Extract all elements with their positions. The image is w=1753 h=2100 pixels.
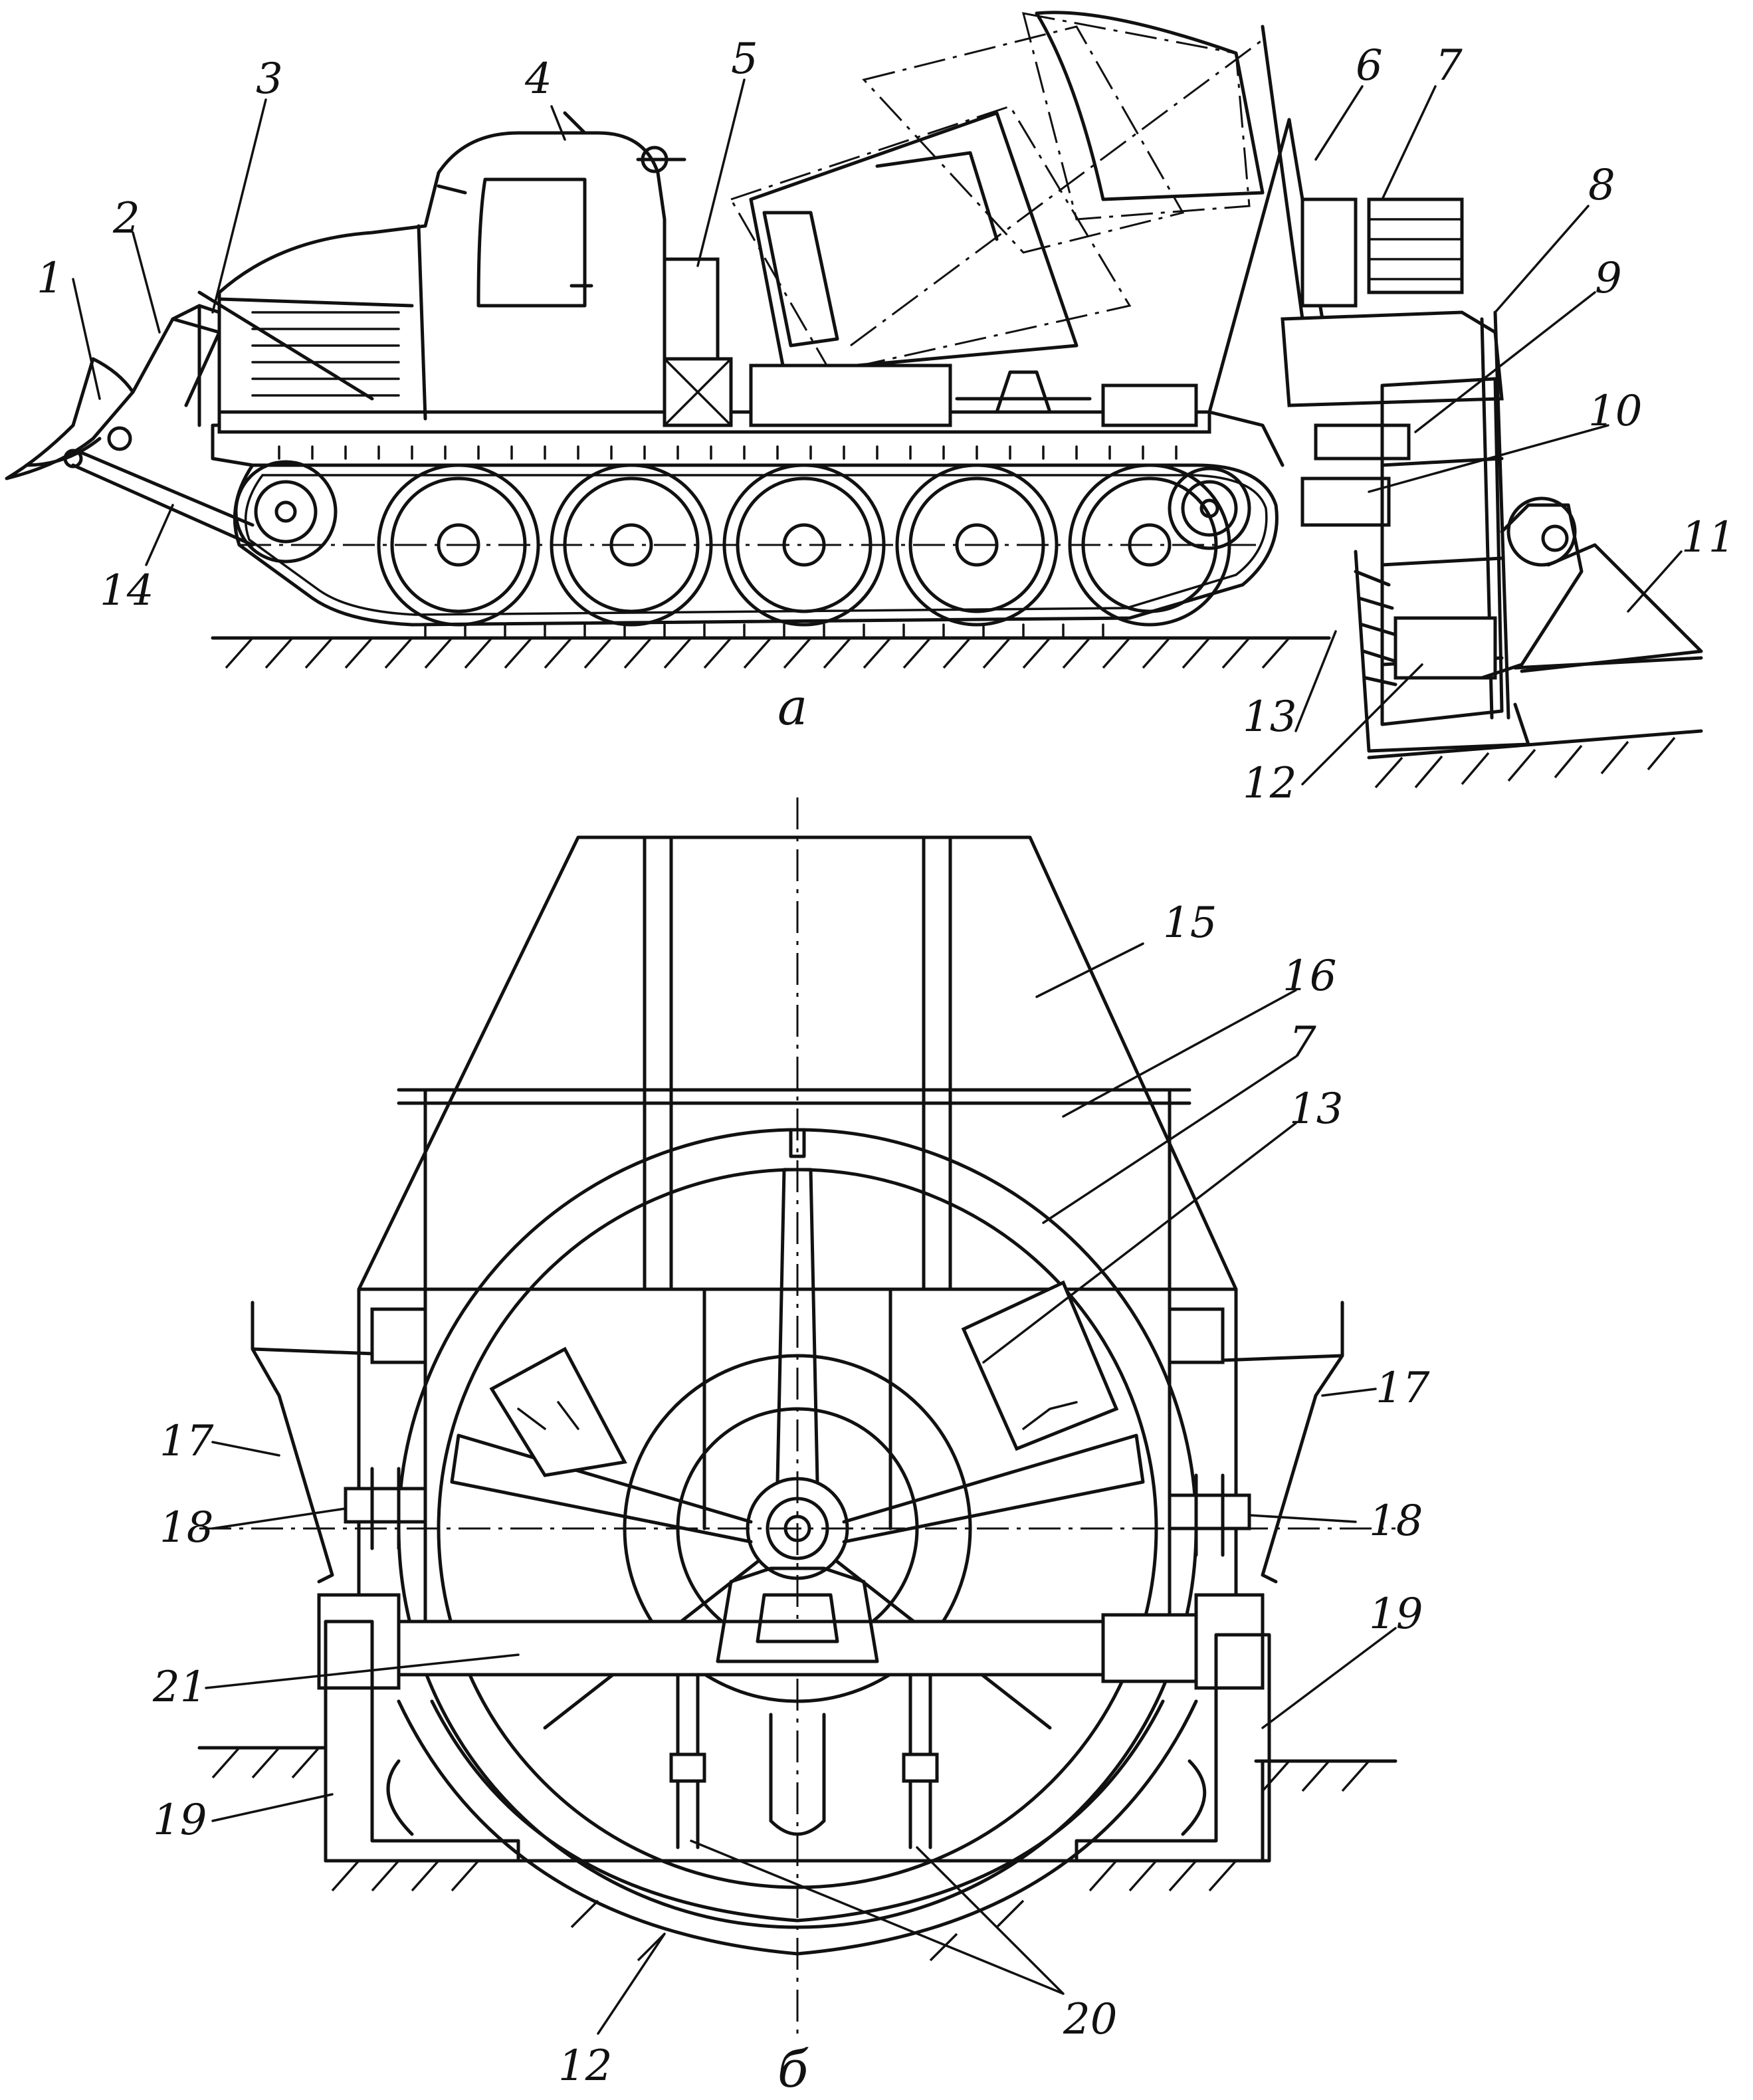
drive-sprocket [234, 460, 338, 564]
label-11: 11 [1681, 513, 1735, 562]
label-8: 8 [1588, 161, 1615, 210]
caption-a: а [777, 677, 807, 736]
label-2: 2 [112, 194, 140, 243]
rotor-unit [1300, 310, 1530, 753]
labels-bottom: 15 16 7 13 17 17 18 18 21 19 19 12 20 б [152, 898, 1430, 2099]
label-12b: 12 [558, 2042, 612, 2091]
label-17-left: 17 [159, 1417, 214, 1466]
label-20: 20 [1063, 1995, 1117, 2044]
label-15: 15 [1163, 898, 1217, 948]
label-14: 14 [100, 566, 154, 615]
label-18-right: 18 [1369, 1497, 1423, 1546]
label-9: 9 [1595, 254, 1622, 303]
label-13: 13 [1243, 692, 1296, 742]
label-17-right: 17 [1376, 1364, 1430, 1413]
rear-unit [1281, 197, 1504, 407]
label-7: 7 [1435, 41, 1463, 90]
bolts [344, 1307, 1251, 1557]
label-4: 4 [524, 54, 552, 104]
label-18-left: 18 [159, 1503, 213, 1552]
label-19-left: 19 [153, 1796, 207, 1845]
ground-hatch-top [211, 636, 1703, 789]
front-blade [5, 290, 374, 547]
label-5: 5 [731, 35, 758, 84]
idler-wheel [1168, 467, 1251, 550]
label-16: 16 [1283, 952, 1336, 1001]
side-view: 1 2 3 4 5 6 7 8 9 10 11 13 12 14 а [5, 11, 1735, 808]
label-21: 21 [152, 1663, 207, 1712]
label-6: 6 [1356, 41, 1383, 90]
cab [217, 111, 686, 421]
label-13b: 13 [1289, 1085, 1343, 1134]
label-19-right: 19 [1369, 1590, 1423, 1639]
label-3: 3 [256, 54, 283, 104]
callout-leaders-bottom [205, 942, 1397, 2035]
raised-bucket [729, 11, 1265, 374]
label-10: 10 [1588, 387, 1642, 436]
caption-b: б [777, 2040, 809, 2099]
label-12: 12 [1243, 759, 1296, 808]
front-view: 15 16 7 13 17 17 18 18 21 19 19 12 20 б [152, 797, 1430, 2099]
callout-leaders-top [72, 78, 1683, 786]
labels-top: 1 2 3 4 5 6 7 8 9 10 11 13 12 14 а [37, 35, 1735, 808]
track [233, 463, 1279, 627]
label-7b: 7 [1289, 1018, 1316, 1067]
rear-blade [1480, 496, 1703, 680]
label-1: 1 [37, 254, 64, 303]
mount-boxes [324, 1620, 1271, 1863]
rods [669, 1673, 939, 1849]
cross-beam [317, 1566, 1265, 1690]
